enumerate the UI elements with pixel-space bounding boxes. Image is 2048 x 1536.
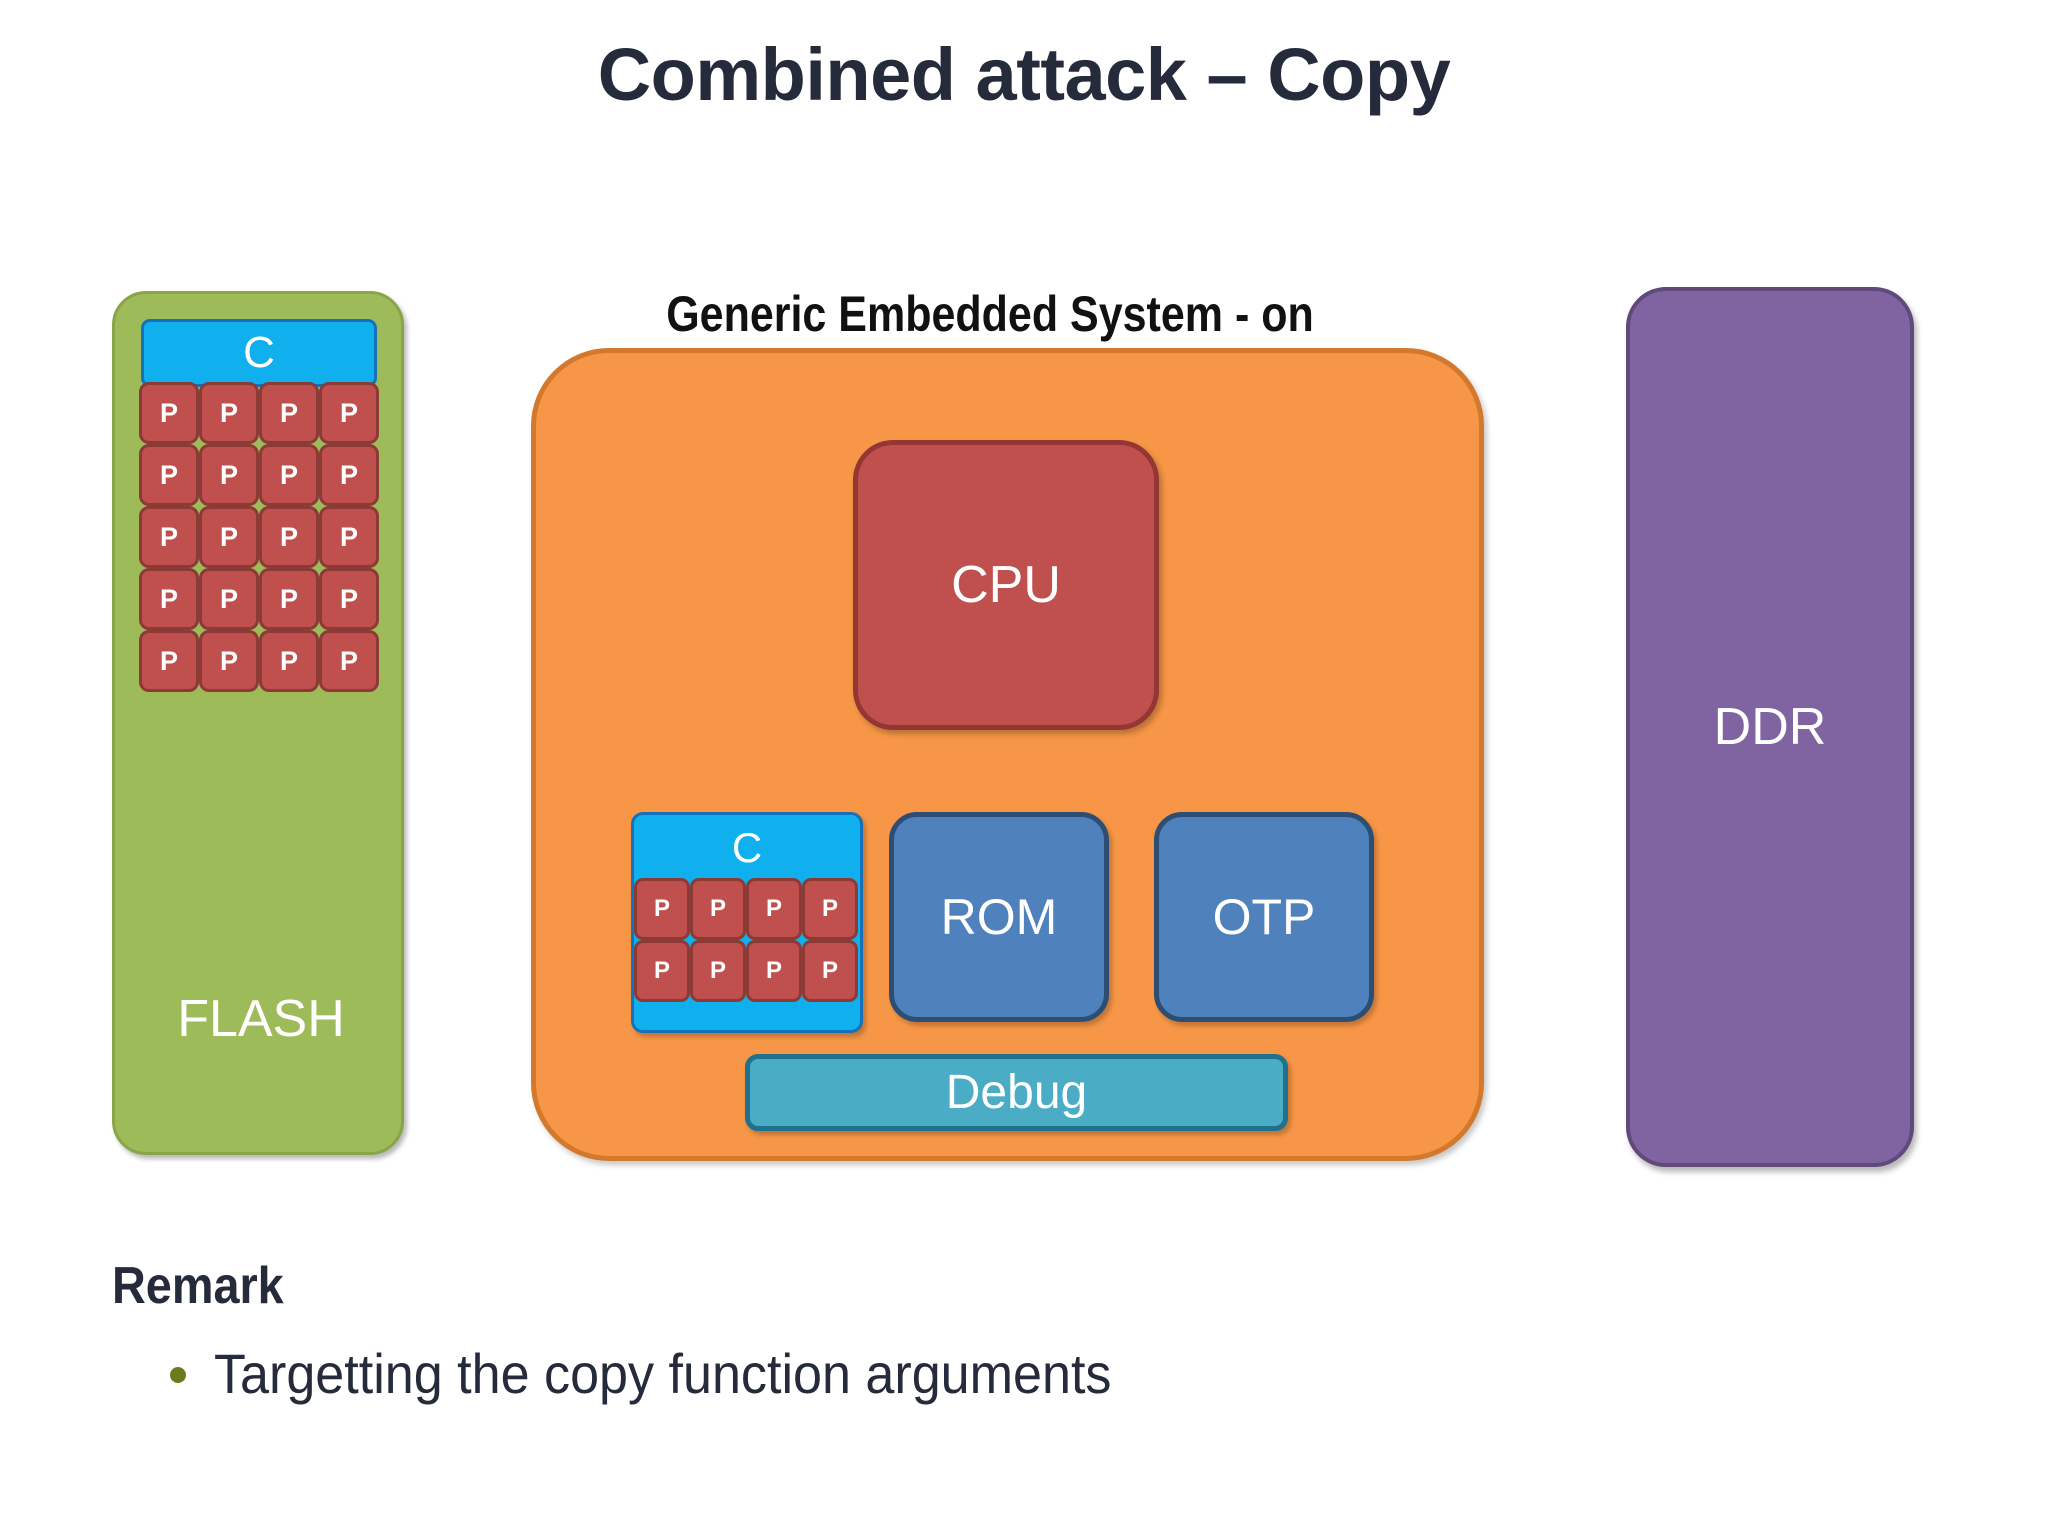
memory-page-cell: P <box>199 506 259 568</box>
memory-page-cell: P <box>319 630 379 692</box>
memory-page-cell: P <box>199 568 259 630</box>
flash-cache-header: C <box>141 319 377 387</box>
bullet-dot-icon <box>170 1367 186 1383</box>
memory-page-cell: P <box>634 940 690 1002</box>
memory-page-cell: P <box>746 940 802 1002</box>
internal-cache-header: C <box>731 824 763 871</box>
memory-page-cell: P <box>139 568 199 630</box>
memory-page-cell: P <box>199 382 259 444</box>
memory-page-cell: P <box>746 878 802 940</box>
memory-page-cell: P <box>139 506 199 568</box>
memory-page-cell: P <box>319 506 379 568</box>
memory-page-cell: P <box>259 444 319 506</box>
memory-page-cell: P <box>319 382 379 444</box>
remark-heading: Remark <box>112 1257 284 1315</box>
memory-page-cell: P <box>319 444 379 506</box>
cpu-block: CPU <box>853 440 1159 730</box>
memory-page-cell: P <box>634 878 690 940</box>
remark-bullet-text: Targetting the copy function arguments <box>214 1342 1112 1405</box>
memory-page-cell: P <box>259 382 319 444</box>
flash-label: FLASH <box>177 990 345 1048</box>
soc-heading: Generic Embedded System - on <box>666 286 1314 342</box>
remark-bullet-list: Targetting the copy function arguments <box>170 1340 1670 1408</box>
memory-page-cell: P <box>259 630 319 692</box>
memory-page-cell: P <box>199 444 259 506</box>
memory-page-cell: P <box>199 630 259 692</box>
otp-block: OTP <box>1154 812 1374 1022</box>
debug-block: Debug <box>745 1054 1288 1131</box>
memory-page-cell: P <box>690 940 746 1002</box>
memory-page-cell: P <box>802 878 858 940</box>
memory-page-cell: P <box>139 630 199 692</box>
list-item: Targetting the copy function arguments <box>170 1340 1670 1408</box>
memory-page-cell: P <box>802 940 858 1002</box>
rom-block: ROM <box>889 812 1109 1022</box>
memory-page-cell: P <box>690 878 746 940</box>
page-title: Combined attack – Copy <box>597 33 1451 116</box>
memory-page-cell: P <box>259 568 319 630</box>
memory-page-cell: P <box>259 506 319 568</box>
memory-page-cell: P <box>139 382 199 444</box>
memory-page-cell: P <box>319 568 379 630</box>
ddr-block: DDR <box>1626 287 1914 1167</box>
memory-page-cell: P <box>139 444 199 506</box>
